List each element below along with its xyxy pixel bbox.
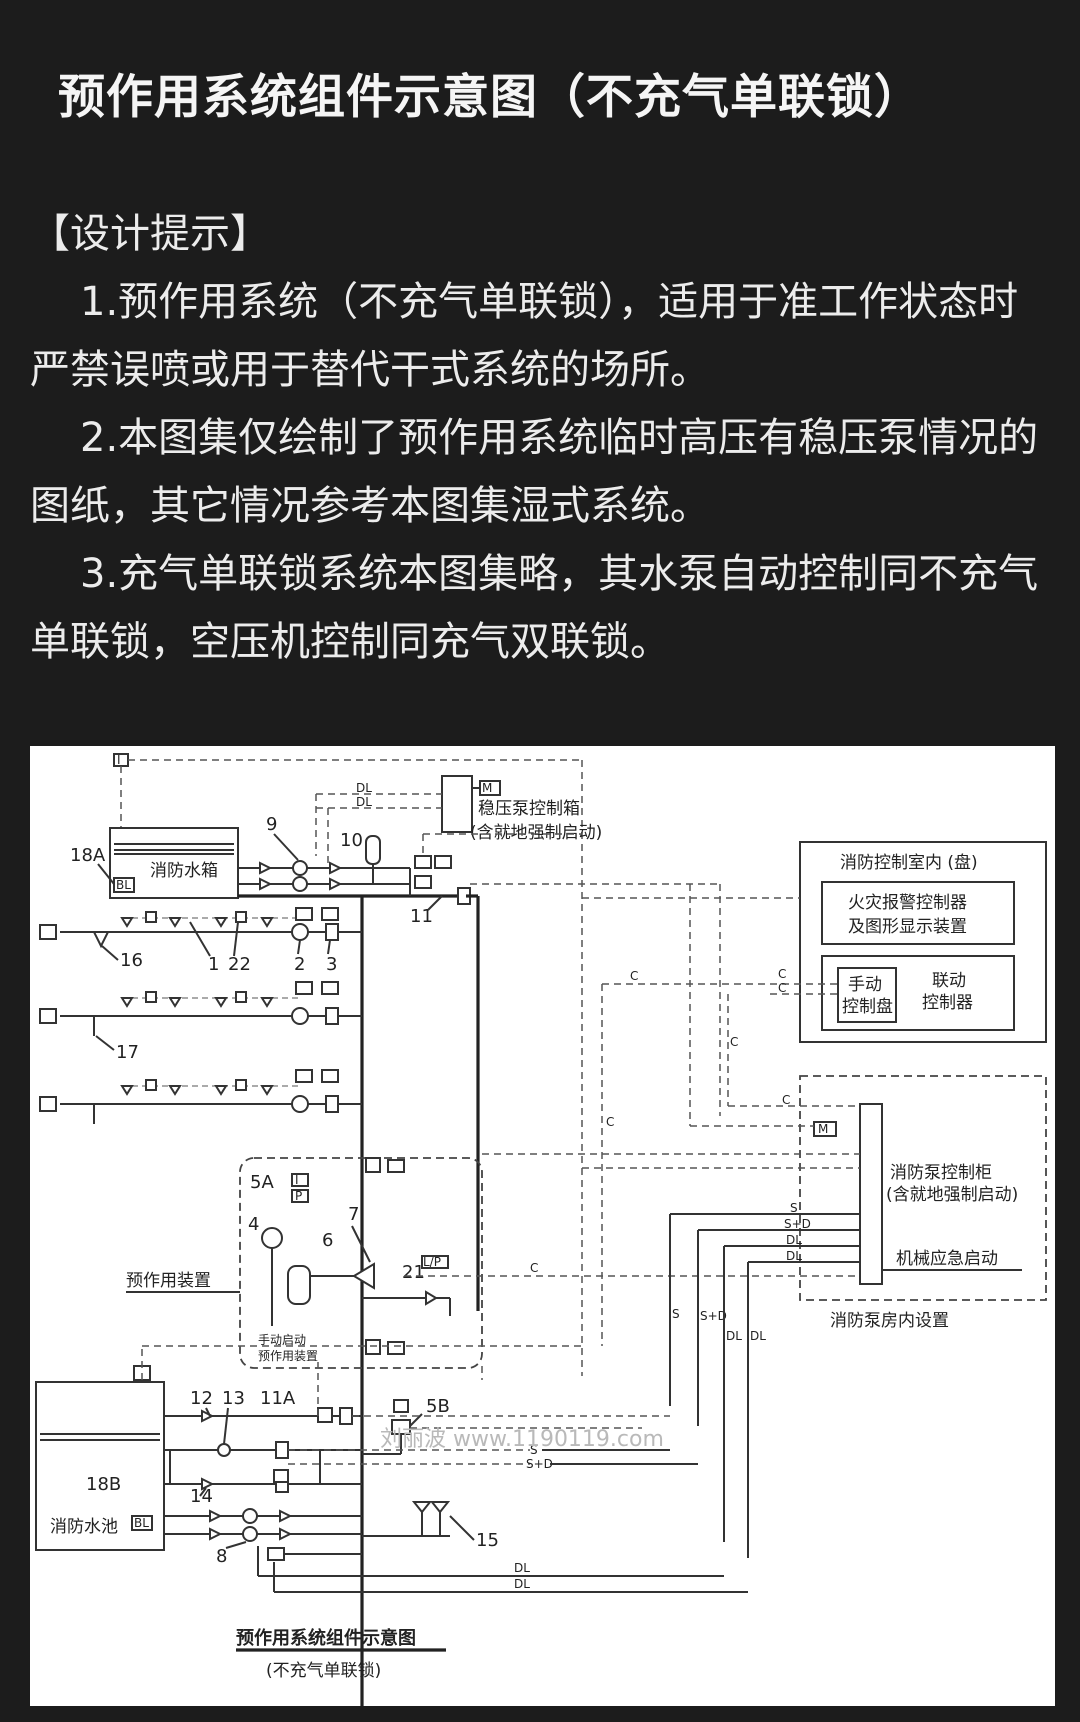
svg-text:I: I: [295, 1173, 299, 1187]
svg-text:DL: DL: [786, 1249, 802, 1263]
svg-text:消防水池: 消防水池: [50, 1517, 118, 1537]
svg-text:I: I: [117, 753, 121, 767]
svg-text:DL: DL: [726, 1329, 742, 1343]
svg-text:13: 13: [222, 1388, 245, 1409]
svg-text:L/P: L/P: [423, 1255, 441, 1269]
svg-text:M: M: [818, 1122, 828, 1136]
svg-text:9: 9: [266, 814, 277, 835]
svg-text:预作用系统组件示意图: 预作用系统组件示意图: [236, 1627, 416, 1649]
diagram-svg: I M 稳压泵控制箱 (含就地强制启动) DL DL 消防水箱 BL 18A: [35, 753, 1047, 1706]
svg-text:1: 1: [208, 954, 219, 975]
sprinkler-branch-3: [39, 1069, 362, 1124]
svg-text:4: 4: [248, 1214, 259, 1235]
svg-text:DL: DL: [356, 795, 372, 809]
sprinkler-branch-2: 17: [39, 981, 362, 1063]
svg-text:(含就地强制启动): (含就地强制启动): [886, 1185, 1018, 1205]
svg-text:消防控制室内 (盘): 消防控制室内 (盘): [840, 853, 978, 873]
tip-item-3: 3.充气单联锁系统本图集略，其水泵自动控制同不充气单联锁，空压机控制同充气双联锁…: [30, 551, 1039, 665]
svg-text:15: 15: [476, 1530, 499, 1551]
signal-bus: C C C C C C S S+D DL DL C S S+D DL DL: [404, 883, 860, 1558]
svg-text:C: C: [530, 1261, 538, 1275]
svg-text:DL: DL: [750, 1329, 766, 1343]
steady-pump-group: 9 10: [238, 814, 466, 898]
watermark: 刘丽波 www.1190119.com: [380, 1427, 664, 1452]
svg-text:16: 16: [120, 950, 143, 971]
svg-text:14: 14: [190, 1486, 213, 1507]
svg-text:BL: BL: [134, 1516, 149, 1530]
svg-text:3: 3: [326, 954, 337, 975]
svg-text:消防泵房内设置: 消防泵房内设置: [830, 1311, 949, 1331]
svg-text:预作用装置: 预作用装置: [126, 1271, 211, 1291]
pressure-switch-11: 11: [410, 833, 582, 927]
tip-item-1: 1.预作用系统（不充气单联锁），适用于准工作状态时严禁误喷或用于替代干式系统的场…: [30, 279, 1019, 393]
svg-text:M: M: [482, 781, 492, 795]
svg-text:10: 10: [340, 830, 363, 851]
svg-text:6: 6: [322, 1230, 333, 1251]
svg-text:17: 17: [116, 1042, 139, 1063]
svg-text:控制器: 控制器: [922, 993, 973, 1013]
svg-text:DL: DL: [786, 1233, 802, 1247]
svg-text:DL: DL: [514, 1577, 530, 1591]
page-title: 预作用系统组件示意图（不充气单联锁）: [58, 70, 922, 125]
svg-text:及图形显示装置: 及图形显示装置: [848, 917, 967, 937]
steady-pump-control-box: M 稳压泵控制箱 (含就地强制启动) DL DL: [315, 775, 602, 868]
design-tips: 【设计提示】 1.预作用系统（不充气单联锁），适用于准工作状态时严禁误喷或用于替…: [30, 200, 1050, 676]
svg-text:预作用装置: 预作用装置: [258, 1349, 318, 1363]
svg-text:C: C: [606, 1115, 614, 1129]
svg-text:5B: 5B: [426, 1396, 450, 1417]
fire-pump-room: M 消防泵控制柜 (含就地强制启动) 机械应急启动 消防泵房内设置: [799, 1075, 1047, 1331]
svg-text:S+D: S+D: [784, 1217, 811, 1231]
svg-text:火灾报警控制器: 火灾报警控制器: [848, 893, 967, 913]
tip-item-2: 2.本图集仅绘制了预作用系统临时高压有稳压泵情况的图纸，其它情况参考本图集湿式系…: [30, 415, 1039, 529]
test-valve-group: 12 13 11A 14 5B S S+D: [164, 1362, 698, 1507]
diagram-caption: 预作用系统组件示意图 (不充气单联锁): [236, 1627, 446, 1681]
svg-text:联动: 联动: [932, 971, 966, 991]
svg-text:稳压泵控制箱: 稳压泵控制箱: [478, 799, 580, 819]
svg-text:5A: 5A: [250, 1172, 274, 1193]
svg-text:S: S: [530, 1443, 538, 1457]
svg-text:21: 21: [402, 1262, 425, 1283]
svg-text:C: C: [630, 969, 638, 983]
preaction-device-frame: 5A I P 4 6 7 21 L/P 手动启动 预作用装置 预作用装置: [126, 1157, 483, 1369]
svg-text:S: S: [672, 1307, 680, 1321]
test-nozzles: 15: [362, 1501, 499, 1551]
svg-text:S+D: S+D: [700, 1309, 727, 1323]
svg-text:消防泵控制柜: 消防泵控制柜: [890, 1163, 992, 1183]
svg-text:控制盘: 控制盘: [842, 997, 893, 1017]
svg-text:2: 2: [294, 954, 305, 975]
svg-text:P: P: [295, 1189, 302, 1203]
svg-text:(含就地强制启动): (含就地强制启动): [470, 823, 602, 843]
svg-text:8: 8: [216, 1546, 227, 1567]
svg-text:C: C: [730, 1035, 738, 1049]
sprinkler-branch-1: 16 1 22 2 3: [39, 907, 362, 975]
svg-text:BL: BL: [116, 878, 131, 892]
svg-text:11A: 11A: [260, 1388, 296, 1409]
svg-text:C: C: [782, 1093, 790, 1107]
svg-text:手动启动: 手动启动: [258, 1333, 306, 1347]
main-pump-group: 8 DL DL: [164, 1508, 748, 1593]
svg-text:18B: 18B: [86, 1474, 121, 1495]
svg-text:S+D: S+D: [526, 1457, 553, 1471]
fire-water-tank: 消防水箱 BL 18A: [70, 827, 239, 899]
svg-text:S: S: [790, 1201, 798, 1215]
system-diagram: I M 稳压泵控制箱 (含就地强制启动) DL DL 消防水箱 BL 18A: [30, 746, 1055, 1706]
svg-text:DL: DL: [356, 781, 372, 795]
tips-heading: 【设计提示】: [30, 211, 270, 257]
svg-text:18A: 18A: [70, 845, 106, 866]
svg-text:11: 11: [410, 906, 433, 927]
svg-text:手动: 手动: [848, 975, 882, 995]
svg-text:C: C: [778, 981, 786, 995]
svg-text:(不充气单联锁): (不充气单联锁): [266, 1661, 381, 1681]
fire-control-room: 消防控制室内 (盘) 火灾报警控制器 及图形显示装置 手动 控制盘 联动 控制器: [799, 841, 1047, 1043]
svg-text:C: C: [778, 967, 786, 981]
svg-text:22: 22: [228, 954, 251, 975]
svg-text:12: 12: [190, 1388, 213, 1409]
svg-text:消防水箱: 消防水箱: [150, 861, 218, 881]
fire-water-pool: 18B 消防水池 BL: [35, 1345, 582, 1551]
svg-text:机械应急启动: 机械应急启动: [896, 1249, 998, 1269]
svg-text:DL: DL: [514, 1561, 530, 1575]
svg-text:7: 7: [348, 1204, 359, 1225]
